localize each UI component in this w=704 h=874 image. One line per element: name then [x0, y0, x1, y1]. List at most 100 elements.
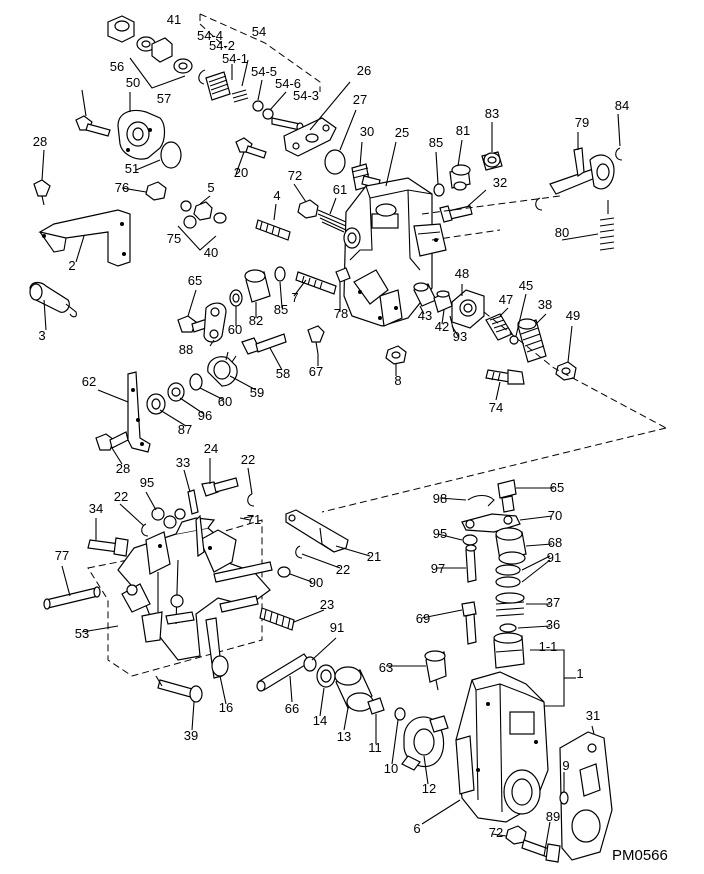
callout-label: 68 — [548, 535, 562, 550]
callout-label: 21 — [367, 549, 381, 564]
callout-label: 4 — [273, 188, 280, 203]
callout-label: 3 — [38, 328, 45, 343]
callout-label: 41 — [167, 12, 181, 27]
callout-label: 42 — [435, 319, 449, 334]
callout-label: 23 — [320, 597, 334, 612]
callout-label: 22 — [114, 489, 128, 504]
callout-label: 58 — [276, 366, 290, 381]
callout-label: 11 — [368, 740, 382, 755]
drawing-code: PM0566 — [612, 847, 668, 864]
callout-label: 97 — [431, 561, 445, 576]
callout-label: 16 — [219, 700, 233, 715]
pump-housing-6 — [455, 479, 613, 863]
callout-label: 61 — [333, 182, 347, 197]
callout-label: 32 — [493, 175, 507, 190]
callout-label: 65 — [550, 480, 564, 495]
leader-lines — [41, 59, 621, 857]
callout-label: 87 — [178, 422, 192, 437]
callout-label: 71 — [247, 512, 261, 527]
governor-housing-25 — [295, 147, 623, 365]
callout-label: 93 — [453, 329, 467, 344]
callout-label: 76 — [115, 180, 129, 195]
callout-label: 38 — [538, 297, 552, 312]
callout-label: 54-4 — [197, 28, 223, 43]
callout-label: 60 — [228, 322, 242, 337]
callout-label: 14 — [313, 713, 327, 728]
callout-label: 85 — [429, 135, 443, 150]
callout-label: 54-2 — [209, 38, 235, 53]
callout-label: 54-1 — [222, 51, 248, 66]
callout-label: 57 — [157, 91, 171, 106]
callout-label: 98 — [433, 491, 447, 506]
callout-label: 43 — [418, 308, 432, 323]
callout-label: 2 — [68, 258, 75, 273]
callout-label: 25 — [395, 125, 409, 140]
callout-label: 60 — [218, 394, 232, 409]
callout-label: 28 — [33, 134, 47, 149]
callout-label: 54-3 — [293, 88, 319, 103]
callout-label: 91 — [330, 620, 344, 635]
callout-label: 8 — [394, 373, 401, 388]
callout-label: 22 — [336, 562, 350, 577]
callout-label: 5 — [207, 180, 214, 195]
callout-label: 95 — [433, 526, 447, 541]
callout-label: 10 — [384, 761, 398, 776]
callout-label: 74 — [489, 400, 503, 415]
callout-label: 59 — [250, 385, 264, 400]
callout-label: 62 — [82, 374, 96, 389]
callout-label: 1-1 — [539, 639, 558, 654]
callout-label: 84 — [615, 98, 629, 113]
callout-label: 78 — [334, 306, 348, 321]
callout-label: 69 — [416, 611, 430, 626]
callout-label: 90 — [309, 575, 323, 590]
callout-label: 22 — [241, 452, 255, 467]
callout-label: 49 — [566, 308, 580, 323]
callout-label: 91 — [547, 550, 561, 565]
callout-label: 89 — [546, 809, 560, 824]
callout-label: 77 — [55, 548, 69, 563]
callout-label: 63 — [379, 660, 393, 675]
callout-label: 95 — [140, 475, 154, 490]
callout-label: 47 — [499, 292, 513, 307]
callout-label: 30 — [360, 124, 374, 139]
callout-label: 54-6 — [275, 76, 301, 91]
callout-label: 66 — [285, 701, 299, 716]
callout-label: 75 — [167, 231, 181, 246]
callout-label: 56 — [110, 59, 124, 74]
callout-label: 20 — [234, 165, 248, 180]
callout-label: 13 — [337, 729, 351, 744]
callout-label: 67 — [309, 364, 323, 379]
callout-label: 50 — [126, 75, 140, 90]
callout-label: 9 — [562, 758, 569, 773]
lever-assembly-53 — [43, 477, 449, 771]
callout-label: 6 — [413, 821, 420, 836]
callout-label: 7 — [291, 290, 298, 305]
callout-label: 34 — [89, 501, 103, 516]
callout-label: 53 — [75, 626, 89, 641]
middle-right-parts — [321, 282, 667, 513]
callout-label: 12 — [422, 781, 436, 796]
callout-label: 31 — [586, 708, 600, 723]
callout-label: 39 — [184, 728, 198, 743]
callout-label: 54 — [252, 24, 266, 39]
callout-label: 37 — [546, 595, 560, 610]
callout-label: 40 — [204, 245, 218, 260]
callout-label: 27 — [353, 92, 367, 107]
callout-label: 88 — [179, 342, 193, 357]
callout-label: 1 — [576, 666, 583, 681]
callout-label: 85 — [274, 302, 288, 317]
middle-left-parts — [95, 266, 287, 453]
callout-label: 83 — [485, 106, 499, 121]
callout-label: 72 — [489, 825, 503, 840]
callout-label: 79 — [575, 115, 589, 130]
callout-label: 33 — [176, 455, 190, 470]
callout-label: 80 — [555, 225, 569, 240]
callout-label: 81 — [456, 123, 470, 138]
callout-label: 24 — [204, 441, 218, 456]
callout-label: 82 — [249, 313, 263, 328]
callout-label: 45 — [519, 278, 533, 293]
callout-label: 96 — [198, 408, 212, 423]
callout-label: 26 — [357, 63, 371, 78]
callout-label: 65 — [188, 273, 202, 288]
